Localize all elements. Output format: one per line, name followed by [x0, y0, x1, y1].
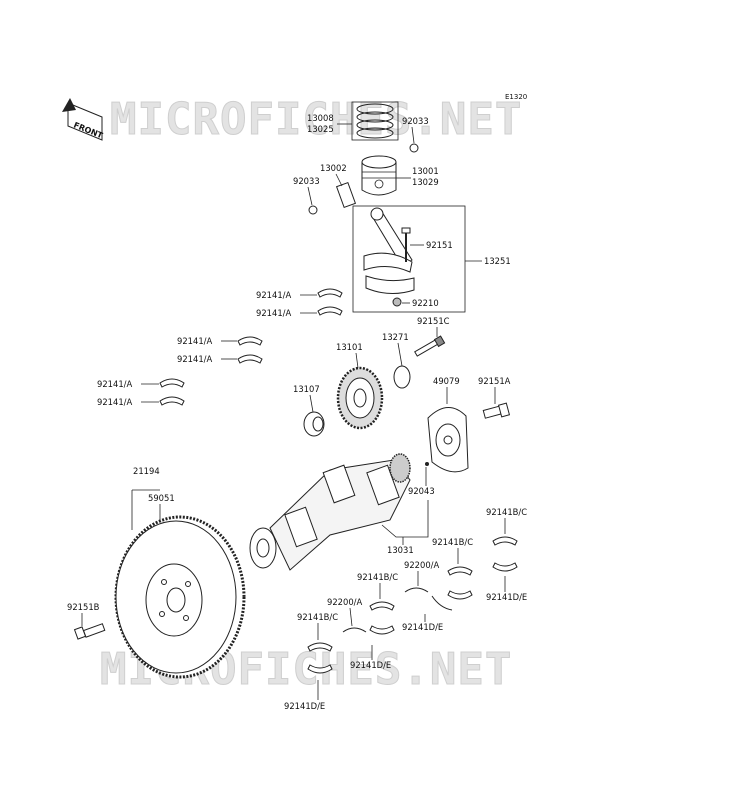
label-13101: 13101: [336, 342, 363, 352]
crank-gear: [336, 366, 384, 430]
label-92141bc-2: 92141B/C: [432, 537, 473, 547]
label-92151c: 92151C: [417, 316, 450, 326]
label-13107: 13107: [293, 384, 320, 394]
thrust-washer-icon: [342, 627, 367, 633]
label-21194: 21194: [133, 466, 160, 476]
label-13251: 13251: [484, 256, 511, 266]
label-92141a-6: 92141/A: [97, 397, 132, 407]
label-92141a-2: 92141/A: [256, 308, 291, 318]
oil-pump: [427, 407, 469, 473]
label-92141de-3: 92141D/E: [350, 660, 391, 670]
bearing-shell-icon: [237, 336, 263, 364]
label-13025: 13025: [307, 124, 334, 134]
main-bearing-shell-icon: [307, 642, 333, 674]
label-92033-top: 92033: [402, 116, 429, 126]
front-arrow-icon: FRONT: [62, 98, 104, 141]
piston-pin: [335, 181, 357, 209]
label-92200a-1: 92200/A: [404, 560, 439, 570]
bolt-icon: [414, 335, 446, 357]
thrust-washer-icon: [404, 587, 429, 593]
snap-ring-icon: [409, 143, 419, 153]
key-icon: [425, 462, 429, 466]
collar-icon: [303, 411, 325, 437]
crankshaft: [249, 453, 411, 571]
conrod-box: [352, 205, 466, 313]
label-92141a-4: 92141/A: [177, 354, 212, 364]
connecting-rod: [363, 207, 415, 294]
main-bearing-shell-icon: [492, 536, 518, 572]
label-92151a: 92151A: [478, 376, 511, 386]
nut-icon: [392, 297, 402, 307]
label-92151: 92151: [426, 240, 453, 250]
main-bearing-shell-icon: [369, 601, 395, 635]
bearing-shell-icon: [317, 288, 343, 316]
label-92141a-3: 92141/A: [177, 336, 212, 346]
bearing-shell-icon: [159, 378, 185, 406]
label-92043: 92043: [408, 486, 435, 496]
piston-rings: [351, 101, 399, 141]
snap-ring-left-icon: [308, 205, 318, 215]
label-59051: 59051: [148, 493, 175, 503]
label-13271: 13271: [382, 332, 409, 342]
main-bearing-shell-icon: [447, 566, 473, 600]
watermark-top: MICROFICHES.NET: [110, 94, 522, 145]
label-49079: 49079: [433, 376, 460, 386]
label-92141bc-1: 92141B/C: [486, 507, 527, 517]
label-92033-left: 92033: [293, 176, 320, 186]
flywheel-bolt-icon: [73, 623, 106, 640]
label-92141a-5: 92141/A: [97, 379, 132, 389]
label-92141de-2: 92141D/E: [402, 622, 443, 632]
thrust-washer-icon: [431, 595, 453, 611]
label-92141a-1: 92141/A: [256, 290, 291, 300]
label-92141de-4: 92141D/E: [284, 701, 325, 711]
ref-code: E1320: [505, 93, 527, 101]
flywheel: [114, 515, 246, 679]
label-13008: 13008: [307, 113, 334, 123]
label-13029: 13029: [412, 177, 439, 187]
label-92141bc-4: 92141B/C: [297, 612, 338, 622]
label-92141de-1: 92141D/E: [486, 592, 527, 602]
label-92141bc-3: 92141B/C: [357, 572, 398, 582]
label-13002: 13002: [320, 163, 347, 173]
label-13001: 13001: [412, 166, 439, 176]
label-13031: 13031: [387, 545, 414, 555]
label-92210: 92210: [412, 298, 439, 308]
washer-icon: [393, 365, 411, 389]
bolt-a-icon: [482, 402, 511, 419]
label-92151b: 92151B: [67, 602, 100, 612]
label-92200a-2: 92200/A: [327, 597, 362, 607]
piston: [361, 155, 397, 196]
